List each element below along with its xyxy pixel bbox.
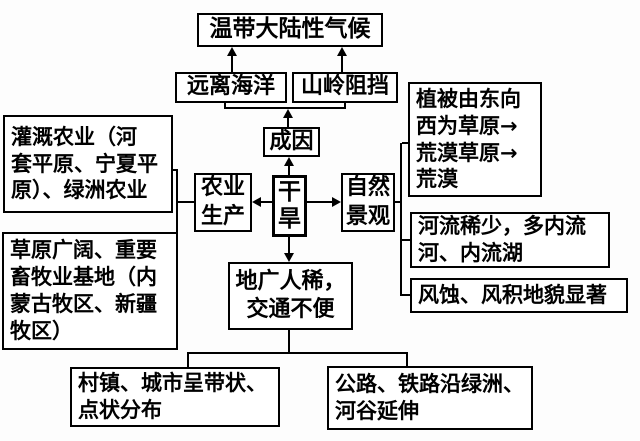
node-irrigation-line3: 原）、绿洲农业 xyxy=(11,178,148,203)
node-natural-landscape: 自然 景观 xyxy=(341,173,395,232)
node-climate: 温带大陆性气候 xyxy=(197,13,383,47)
node-vegetation-line1: 植被由东向 xyxy=(416,86,521,111)
connector-left-bracket xyxy=(176,170,178,289)
connector-right-bracket-landscape-stub xyxy=(395,201,400,203)
node-drought-central: 干 旱 xyxy=(272,175,307,237)
connector-settlements-drop xyxy=(187,352,189,367)
node-far-from-sea: 远离海洋 xyxy=(175,72,287,103)
connector-drought-cause xyxy=(288,165,290,175)
node-transport-line1: 公路、铁路沿绿洲、 xyxy=(335,372,524,397)
node-irrigation: 灌溉农业（河 套平原、宁夏平 原）、绿洲农业 xyxy=(3,115,173,213)
node-pastoral: 草原广阔、重要 畜牧业基地（内 蒙古牧区、新疆 牧区） xyxy=(2,232,178,350)
node-vegetation-line2: 西为草原→ xyxy=(416,113,518,138)
node-far-from-sea-label: 远离海洋 xyxy=(186,74,275,100)
arrow-right-drought-landscape xyxy=(332,197,341,207)
node-settlements-line1: 村镇、城市呈带状、 xyxy=(78,371,267,396)
node-pastoral-line2: 畜牧业基地（内 xyxy=(10,265,157,290)
node-population: 地广人稀， 交通不便 xyxy=(228,262,353,330)
node-vegetation: 植被由东向 西为草原→ 荒漠草原→ 荒漠 xyxy=(408,82,542,197)
node-landform-label: 风蚀、风积地貌显著 xyxy=(418,283,607,308)
node-drought-line1: 干 xyxy=(278,178,301,205)
node-irrigation-line1: 灌溉农业（河 xyxy=(11,124,137,149)
connector-mountain-climate xyxy=(341,55,343,72)
node-transport: 公路、铁路沿绿洲、 河谷延伸 xyxy=(327,366,533,430)
node-rivers-line1: 河流稀少，多内流 xyxy=(418,214,586,239)
connector-drought-agriculture xyxy=(261,201,272,203)
node-mountain-block-label: 山岭阻挡 xyxy=(300,74,389,100)
arrow-up-farsea-climate xyxy=(227,47,237,56)
node-natural-landscape-line2: 景观 xyxy=(345,203,390,229)
connector-left-bracket-agriculture-stub xyxy=(176,201,194,203)
node-settlements-line2: 点状分布 xyxy=(78,398,162,422)
connector-drought-population xyxy=(288,237,290,253)
connector-population-down xyxy=(288,330,290,354)
connector-farsea-climate xyxy=(231,55,233,72)
connector-bracket-top-left-stub xyxy=(224,103,226,109)
connector-drought-landscape xyxy=(307,201,332,203)
arrow-up-drought-cause xyxy=(284,157,294,166)
node-population-line1: 地广人稀， xyxy=(235,268,346,294)
node-vegetation-line3: 荒漠草原→ xyxy=(416,140,518,165)
connector-cause-bracket xyxy=(287,117,289,127)
arrow-up-mountain-climate xyxy=(337,47,347,56)
connector-bottom-horizontal xyxy=(187,352,408,354)
node-population-line2: 交通不便 xyxy=(246,297,335,322)
connector-bracket-top xyxy=(224,107,346,109)
node-agriculture-line1: 农业 xyxy=(200,175,245,201)
node-agriculture: 农业 生产 xyxy=(194,173,252,232)
node-pastoral-line1: 草原广阔、重要 xyxy=(10,238,157,263)
arrow-left-drought-agriculture xyxy=(252,197,261,207)
node-cause: 成因 xyxy=(263,127,320,157)
arrow-up-cause xyxy=(283,109,293,118)
node-transport-line2: 河谷延伸 xyxy=(335,399,419,423)
node-landform: 风蚀、风积地貌显著 xyxy=(410,278,628,313)
node-mountain-block: 山岭阻挡 xyxy=(292,72,398,103)
node-rivers: 河流稀少，多内流 河、内流湖 xyxy=(410,212,610,268)
connector-transport-drop xyxy=(406,352,408,366)
node-agriculture-line2: 生产 xyxy=(200,203,245,229)
node-natural-landscape-line1: 自然 xyxy=(345,175,390,201)
node-drought-line2: 旱 xyxy=(278,206,301,232)
connector-right-bracket-landform-stub xyxy=(402,294,410,296)
arrow-down-drought-population xyxy=(284,253,294,262)
connector-right-bracket-vegetation-stub xyxy=(402,142,408,144)
connector-right-bracket xyxy=(400,143,402,296)
node-cause-label: 成因 xyxy=(269,128,314,154)
node-pastoral-line4: 牧区） xyxy=(10,318,73,343)
connector-bracket-top-right-stub xyxy=(344,103,346,109)
connector-left-bracket-irrigation-stub xyxy=(173,169,178,171)
node-pastoral-line3: 蒙古牧区、新疆 xyxy=(10,292,157,316)
node-rivers-line2: 河、内流湖 xyxy=(418,241,523,265)
connector-right-bracket-rivers-stub xyxy=(402,239,410,241)
node-irrigation-line2: 套平原、宁夏平 xyxy=(11,151,158,176)
node-vegetation-line4: 荒漠 xyxy=(416,167,458,192)
node-climate-label: 温带大陆性气候 xyxy=(209,16,371,43)
node-settlements: 村镇、城市呈带状、 点状分布 xyxy=(70,367,280,427)
